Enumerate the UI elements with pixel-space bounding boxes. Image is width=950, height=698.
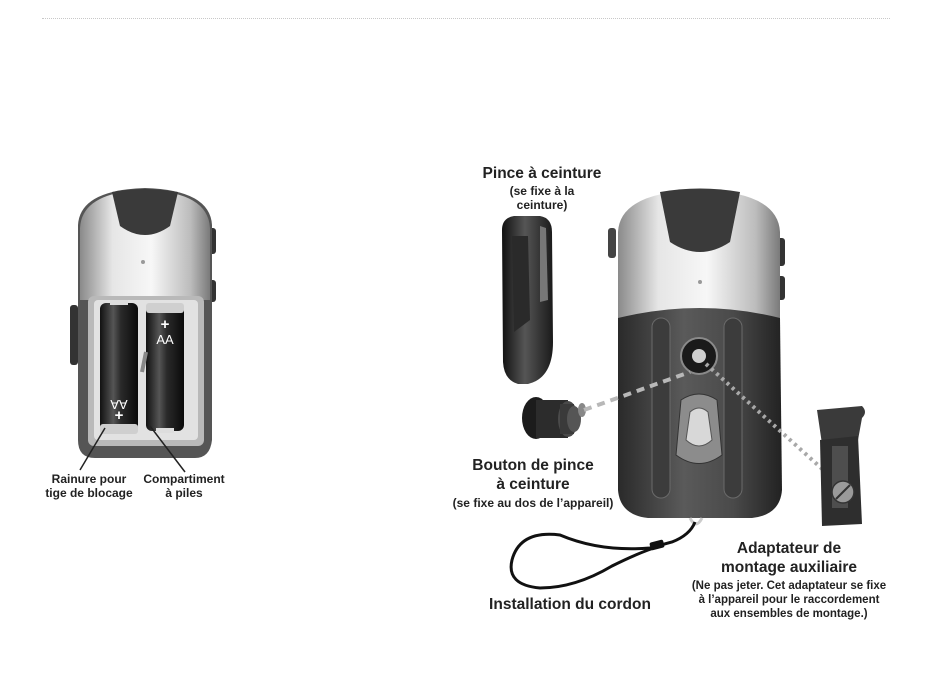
auxiliary-adapter-label: Adaptateur de montage auxiliaire (Ne pas… [691, 540, 887, 620]
auxiliary-adapter [817, 406, 865, 526]
battery-top-plus: + [161, 316, 170, 333]
device-front-open [70, 188, 216, 458]
lanyard-label: Installation du cordon [489, 596, 651, 613]
belt-clip-knob-label: Bouton de pince à ceinture (se fixe au d… [452, 457, 614, 511]
battery-compartment-label: Compartiment à piles [143, 472, 225, 501]
battery-top-type: AA [156, 332, 174, 347]
groove-label: Rainure pour tige de blocage [45, 472, 133, 501]
top-dotted-rule [42, 18, 890, 19]
belt-clip-label: Pince à ceinture (se fixe à la ceinture) [482, 165, 602, 212]
belt-clip-knob [522, 397, 586, 439]
belt-clip [502, 216, 553, 384]
battery-bottom-plus: + [115, 407, 124, 424]
lanyard-cord [509, 521, 697, 590]
device-back [608, 188, 785, 526]
battery-bottom-type: AA [110, 397, 128, 412]
